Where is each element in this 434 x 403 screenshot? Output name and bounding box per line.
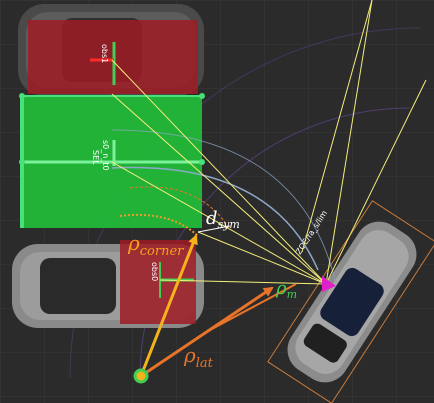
rho-m-label: ρm: [275, 278, 297, 301]
goal-marker: [322, 276, 336, 292]
rho-lat-arrow: [140, 286, 274, 378]
path-arc-outer: [111, 129, 337, 285]
parked-car-top: obs1: [18, 4, 204, 96]
d-sym-segment: [197, 225, 231, 233]
obs0-tag: obs0: [150, 262, 159, 281]
obstacle-box-obs0: [120, 240, 196, 324]
slot-id-tag: s0_n_t0: [101, 140, 110, 171]
parked-car-bottom: obs0: [12, 240, 204, 328]
parking-slot: s0_n_t0 SEL: [19, 93, 205, 228]
rho-corner-label: ρcorner: [127, 231, 184, 259]
obs1-tag: obs1: [100, 44, 109, 63]
d-sym-label: dsym: [206, 208, 240, 231]
rho-lat-label: ρlat: [183, 343, 214, 371]
rotation-center: [133, 368, 149, 384]
rho-corner-arrow: [139, 234, 198, 377]
ego-vehicle: [267, 200, 434, 403]
ray-bundle: [111, 0, 427, 285]
corner-arc: [129, 186, 231, 231]
slot-side-tag: SEL: [91, 150, 100, 165]
obs0-contour: [119, 213, 199, 237]
